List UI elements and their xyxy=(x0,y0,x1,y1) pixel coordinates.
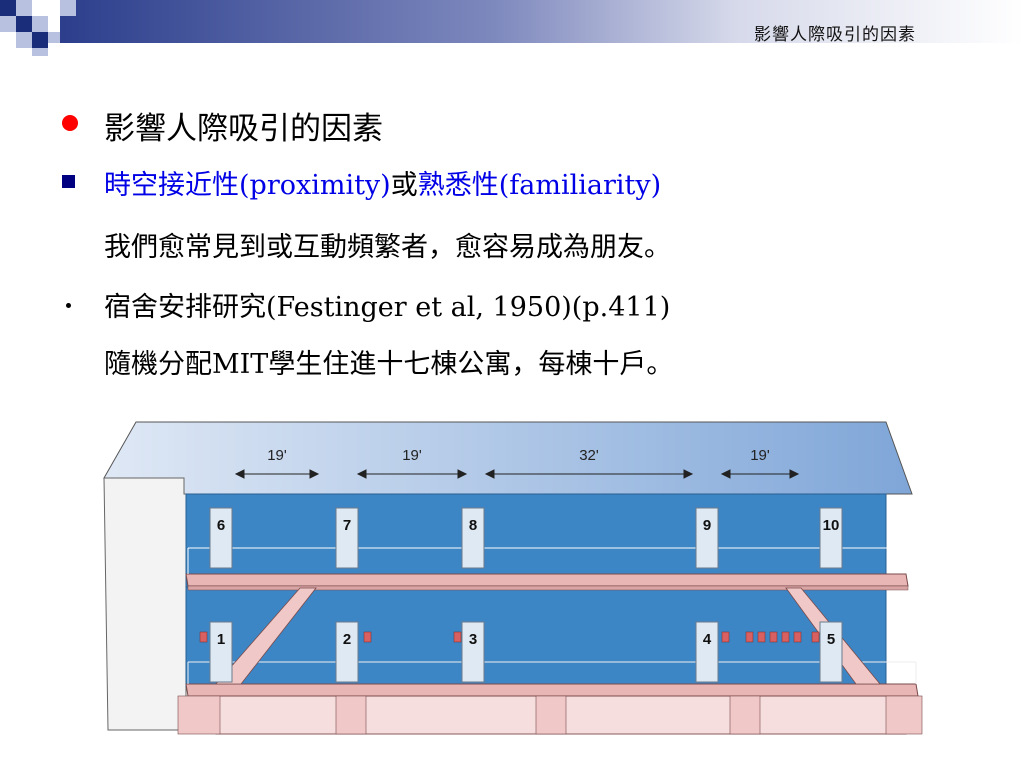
distance-label: 32' xyxy=(579,447,599,464)
door-number: 6 xyxy=(217,517,225,534)
door xyxy=(335,507,359,569)
mailbox xyxy=(811,631,820,643)
door-number: 9 xyxy=(703,517,711,534)
door-number: 10 xyxy=(823,517,840,534)
door-number: 8 xyxy=(469,517,477,534)
header-title: 影響人際吸引的因素 xyxy=(754,25,916,45)
mailbox xyxy=(757,631,766,643)
door xyxy=(695,621,719,683)
arrowhead-icon xyxy=(720,469,731,479)
arrowhead-icon xyxy=(484,469,495,479)
door-number: 4 xyxy=(703,631,712,648)
mailbox xyxy=(721,631,730,643)
door xyxy=(335,621,359,683)
dormitory-building-figure: 19' 19' 32' 19' 6 7 8 9 10 1 2 3 4 5 xyxy=(103,421,923,735)
door xyxy=(819,507,843,569)
arrowhead-icon xyxy=(683,469,694,479)
door xyxy=(209,621,233,683)
arrowhead-icon xyxy=(234,469,245,479)
mailbox xyxy=(745,631,754,643)
square-bullet-icon xyxy=(62,175,75,188)
door-number: 7 xyxy=(343,517,351,534)
dimension-arrows: 19' 19' 32' 19' xyxy=(234,447,800,479)
mailbox xyxy=(769,631,778,643)
ground-walkway xyxy=(185,683,919,697)
front-steps xyxy=(177,695,923,735)
arrowhead-icon xyxy=(457,469,468,479)
arrowhead-icon xyxy=(789,469,800,479)
door-number: 2 xyxy=(343,631,351,648)
point2-desc-text: 隨機分配MIT學生住進十七棟公寓，每棟十戶。 xyxy=(104,349,674,380)
familiarity-english: (familiarity) xyxy=(498,170,662,201)
red-dot-icon xyxy=(62,115,78,131)
point1-text: 時空接近性(proximity)或熟悉性(familiarity) xyxy=(104,163,661,202)
upper-balcony-floor xyxy=(185,573,909,587)
door xyxy=(209,507,233,569)
door-number: 3 xyxy=(469,631,477,648)
arrowhead-icon xyxy=(309,469,320,479)
or-word: 或 xyxy=(390,170,418,201)
distance-label: 19' xyxy=(750,447,770,464)
end-wall xyxy=(103,477,187,731)
distance-label: 19' xyxy=(267,447,287,464)
door-number: 1 xyxy=(217,631,225,648)
door-number: 5 xyxy=(827,631,835,648)
left-staircase xyxy=(215,587,317,685)
proximity-english: (proximity) xyxy=(239,170,391,201)
roof xyxy=(103,421,913,495)
door xyxy=(461,621,485,683)
distance-label: 19' xyxy=(402,447,422,464)
arrowhead-icon xyxy=(356,469,367,479)
mailbox xyxy=(363,631,372,643)
point2-text: 宿舍安排研究(Festinger et al, 1950)(p.411) xyxy=(104,292,671,323)
door xyxy=(461,507,485,569)
small-dot-icon xyxy=(66,303,71,308)
heading-text: 影響人際吸引的因素 xyxy=(104,111,383,147)
door xyxy=(819,621,843,683)
mailbox xyxy=(793,631,802,643)
mailbox xyxy=(199,631,208,643)
point1-desc-text: 我們愈常見到或互動頻繁者，愈容易成為朋友。 xyxy=(104,232,671,263)
familiarity-term: 熟悉性 xyxy=(417,170,499,201)
apartment-doors: 6 7 8 9 10 1 2 3 4 5 xyxy=(199,507,843,683)
mailbox xyxy=(781,631,790,643)
mailbox xyxy=(453,631,462,643)
proximity-term: 時空接近性 xyxy=(104,170,239,201)
header-decoration xyxy=(0,0,1024,56)
door xyxy=(695,507,719,569)
